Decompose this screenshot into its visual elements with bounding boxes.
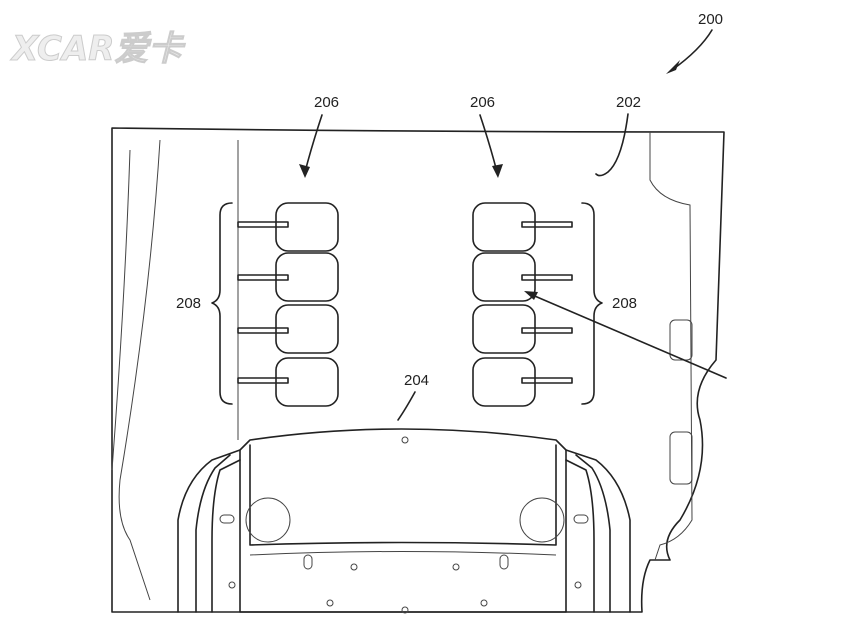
arrowhead-icon [524,291,538,300]
panel-contour-right [649,132,693,561]
panel-contour-left [118,139,161,601]
leader-208-right [529,293,727,379]
arrowhead-icon [299,164,310,178]
label-208-right: 208 [612,295,637,312]
leader-202 [595,113,629,177]
label-206-right: 206 [470,94,495,111]
label-206-left: 206 [314,94,339,111]
label-208-left: 208 [176,295,201,312]
pad-array-left [237,202,339,407]
pad-array-right [472,202,573,407]
bracket-right [581,202,603,405]
svg-text:XCAR爱卡: XCAR爱卡 [10,29,185,69]
bottom-structure [177,428,631,614]
arrow-206-right [479,114,498,173]
arrowhead-icon [666,60,680,74]
leader-204 [397,391,416,421]
arrowhead-icon [492,164,503,178]
panel-outline [111,127,725,613]
label-200: 200 [698,11,723,28]
panel-contour-left-2 [111,149,131,471]
right-slot-2 [669,431,693,485]
arrow-206-left [304,114,323,173]
watermark-logo: XCAR爱卡 [10,29,186,70]
bracket-left [211,202,233,405]
label-202: 202 [616,94,641,111]
right-slot-1 [669,319,693,361]
label-204: 204 [404,372,429,389]
